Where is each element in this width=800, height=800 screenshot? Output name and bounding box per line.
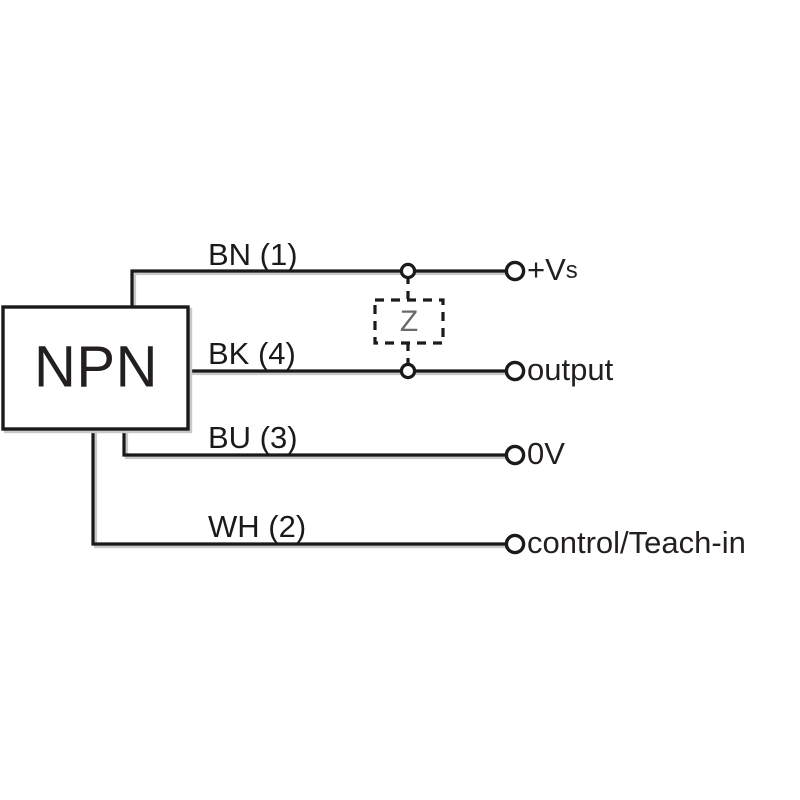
wire-bn-1 xyxy=(130,269,512,312)
terminal-label-vs-main: +V xyxy=(527,252,566,287)
device-npn: NPN xyxy=(1,305,193,434)
terminal-circle-control[interactable] xyxy=(504,533,526,555)
terminal-label-vs-sub: s xyxy=(566,257,578,284)
terminal-label-vs: +Vs xyxy=(527,252,578,287)
wire-wh-2-shadow xyxy=(93,426,512,549)
terminal-circle-vs[interactable] xyxy=(504,260,526,282)
load-z-rect xyxy=(373,298,445,345)
junction-dot-output xyxy=(399,362,417,380)
load-z-label: Z xyxy=(400,305,418,338)
load-z: Z xyxy=(373,276,445,366)
terminal-circle-0v[interactable] xyxy=(504,444,526,466)
terminal-label-control: control/Teach-in xyxy=(527,525,746,560)
device-npn-rect xyxy=(1,305,190,431)
device-npn-label: NPN xyxy=(34,334,158,399)
wire-bk-4 xyxy=(185,369,512,376)
terminal-label-output: output xyxy=(527,352,614,387)
wire-bu-3-path xyxy=(122,424,509,457)
terminal-label-0v: 0V xyxy=(527,436,565,471)
wire-wh-2 xyxy=(91,424,512,549)
wire-bu-3 xyxy=(122,424,512,460)
wire-label-bk-4: BK (4) xyxy=(208,336,296,371)
wire-label-wh-2: WH (2) xyxy=(208,509,306,544)
junction-dot-vs xyxy=(399,262,417,280)
wire-label-bu-3: BU (3) xyxy=(208,420,298,455)
wire-label-bn-1: BN (1) xyxy=(208,237,298,272)
terminal-circle-output[interactable] xyxy=(504,360,526,382)
wire-bu-3-shadow xyxy=(124,426,512,460)
wire-bn-1-shadow xyxy=(132,271,512,312)
wire-wh-2-path xyxy=(91,424,509,546)
wire-bn-1-path xyxy=(130,269,509,310)
